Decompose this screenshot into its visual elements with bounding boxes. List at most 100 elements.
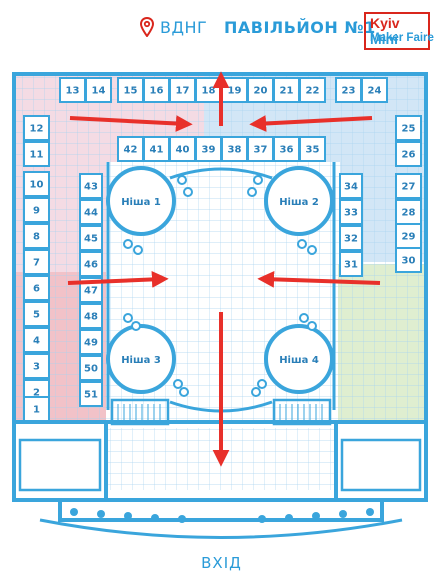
booth-label-43: 43 [84,182,98,193]
booth-49 [79,329,103,355]
booth-9 [23,197,50,223]
booth-label-3: 3 [33,362,40,373]
booth-25 [395,115,422,141]
booth-5 [23,301,50,327]
booth-3 [23,353,50,379]
booth-21 [273,77,300,103]
pavilion-title: ПАВІЛЬЙОН №1 [224,18,376,37]
booth-label-48: 48 [84,312,98,323]
booth-label-38: 38 [228,145,242,156]
booth-label-26: 26 [402,150,416,161]
booth-46 [79,251,103,277]
niche-1-label: Ніша 1 [121,197,161,208]
booth-label-15: 15 [124,86,138,97]
booth-27 [395,173,422,199]
booth-36 [273,136,300,162]
niche-4-label: Ніша 4 [279,355,319,366]
booth-43 [79,173,103,199]
booth-26 [395,141,422,167]
header: ВДНГ ПАВІЛЬЙОН №1 Kyiv Mini Maker Faire [0,0,443,56]
booth-label-34: 34 [344,182,358,193]
booth-label-6: 6 [33,284,40,295]
booth-39 [195,136,222,162]
booth-label-14: 14 [92,86,106,97]
booth-label-45: 45 [84,234,98,245]
booth-label-31: 31 [344,260,358,271]
niche-2 [264,166,334,236]
booth-31 [339,251,363,277]
booth-label-46: 46 [84,260,98,271]
booth-label-33: 33 [344,208,358,219]
booth-14 [85,77,112,103]
booth-50 [79,355,103,381]
booth-12 [23,115,50,141]
booth-label-23: 23 [342,86,356,97]
booth-8 [23,223,50,249]
booth-label-27: 27 [402,182,416,193]
booth-label-39: 39 [202,145,216,156]
booth-40 [169,136,196,162]
booth-44 [79,199,103,225]
booth-11 [23,141,50,167]
booth-17 [169,77,196,103]
booth-label-25: 25 [402,124,416,135]
booth-41 [143,136,170,162]
portico-columns [70,508,374,523]
booth-label-22: 22 [306,86,320,97]
booth-label-16: 16 [150,86,164,97]
booth-label-2: 2 [33,388,40,399]
arrow-top-left [69,115,193,132]
booth-label-5: 5 [33,310,40,321]
booth-label-8: 8 [33,232,40,243]
logo-mini: Mini [370,31,398,47]
logo-kyiv: Kyiv [370,15,400,31]
maker-faire-logo: Kyiv Mini Maker Faire [364,12,434,50]
booth-label-18: 18 [202,86,216,97]
booth-label-11: 11 [30,150,44,161]
booth-32 [339,225,363,251]
location-name: ВДНГ [160,18,208,37]
booth-label-51: 51 [84,390,98,401]
booth-7 [23,249,50,275]
booth-label-12: 12 [30,124,44,135]
booth-label-41: 41 [150,145,164,156]
booth-label-44: 44 [84,208,98,219]
booth-4 [23,327,50,353]
location-pin-icon [140,17,154,37]
booth-label-29: 29 [402,232,416,243]
booth-label-30: 30 [402,256,416,267]
booth-48 [79,303,103,329]
booth-label-32: 32 [344,234,358,245]
booth-42 [117,136,144,162]
flow-arrows [67,71,381,467]
booth-label-50: 50 [84,364,98,375]
booth-label-49: 49 [84,338,98,349]
niche-3-label: Ніша 3 [121,355,161,366]
booth-10 [23,171,50,197]
booth-label-24: 24 [368,86,382,97]
booth-45 [79,225,103,251]
booth-label-47: 47 [84,286,98,297]
niche-4 [264,324,334,394]
niche-2-label: Ніша 2 [279,197,319,208]
niche-1 [106,166,176,236]
booth-label-40: 40 [176,145,190,156]
booth-label-17: 17 [176,86,190,97]
booth-35 [299,136,326,162]
entrance-label: ВХІД [201,554,242,572]
booth-label-28: 28 [402,208,416,219]
booth-6 [23,275,50,301]
arrow-top-right [249,115,373,132]
arrow-mid-right [257,270,381,288]
booth-29 [395,223,422,249]
booth-33 [339,199,363,225]
booth-label-19: 19 [228,86,242,97]
booth-label-21: 21 [280,86,294,97]
arrow-mid-left [67,271,169,288]
booth-30 [395,247,422,273]
stairs [117,404,323,420]
booth-label-7: 7 [33,258,40,269]
booth-23 [335,77,362,103]
